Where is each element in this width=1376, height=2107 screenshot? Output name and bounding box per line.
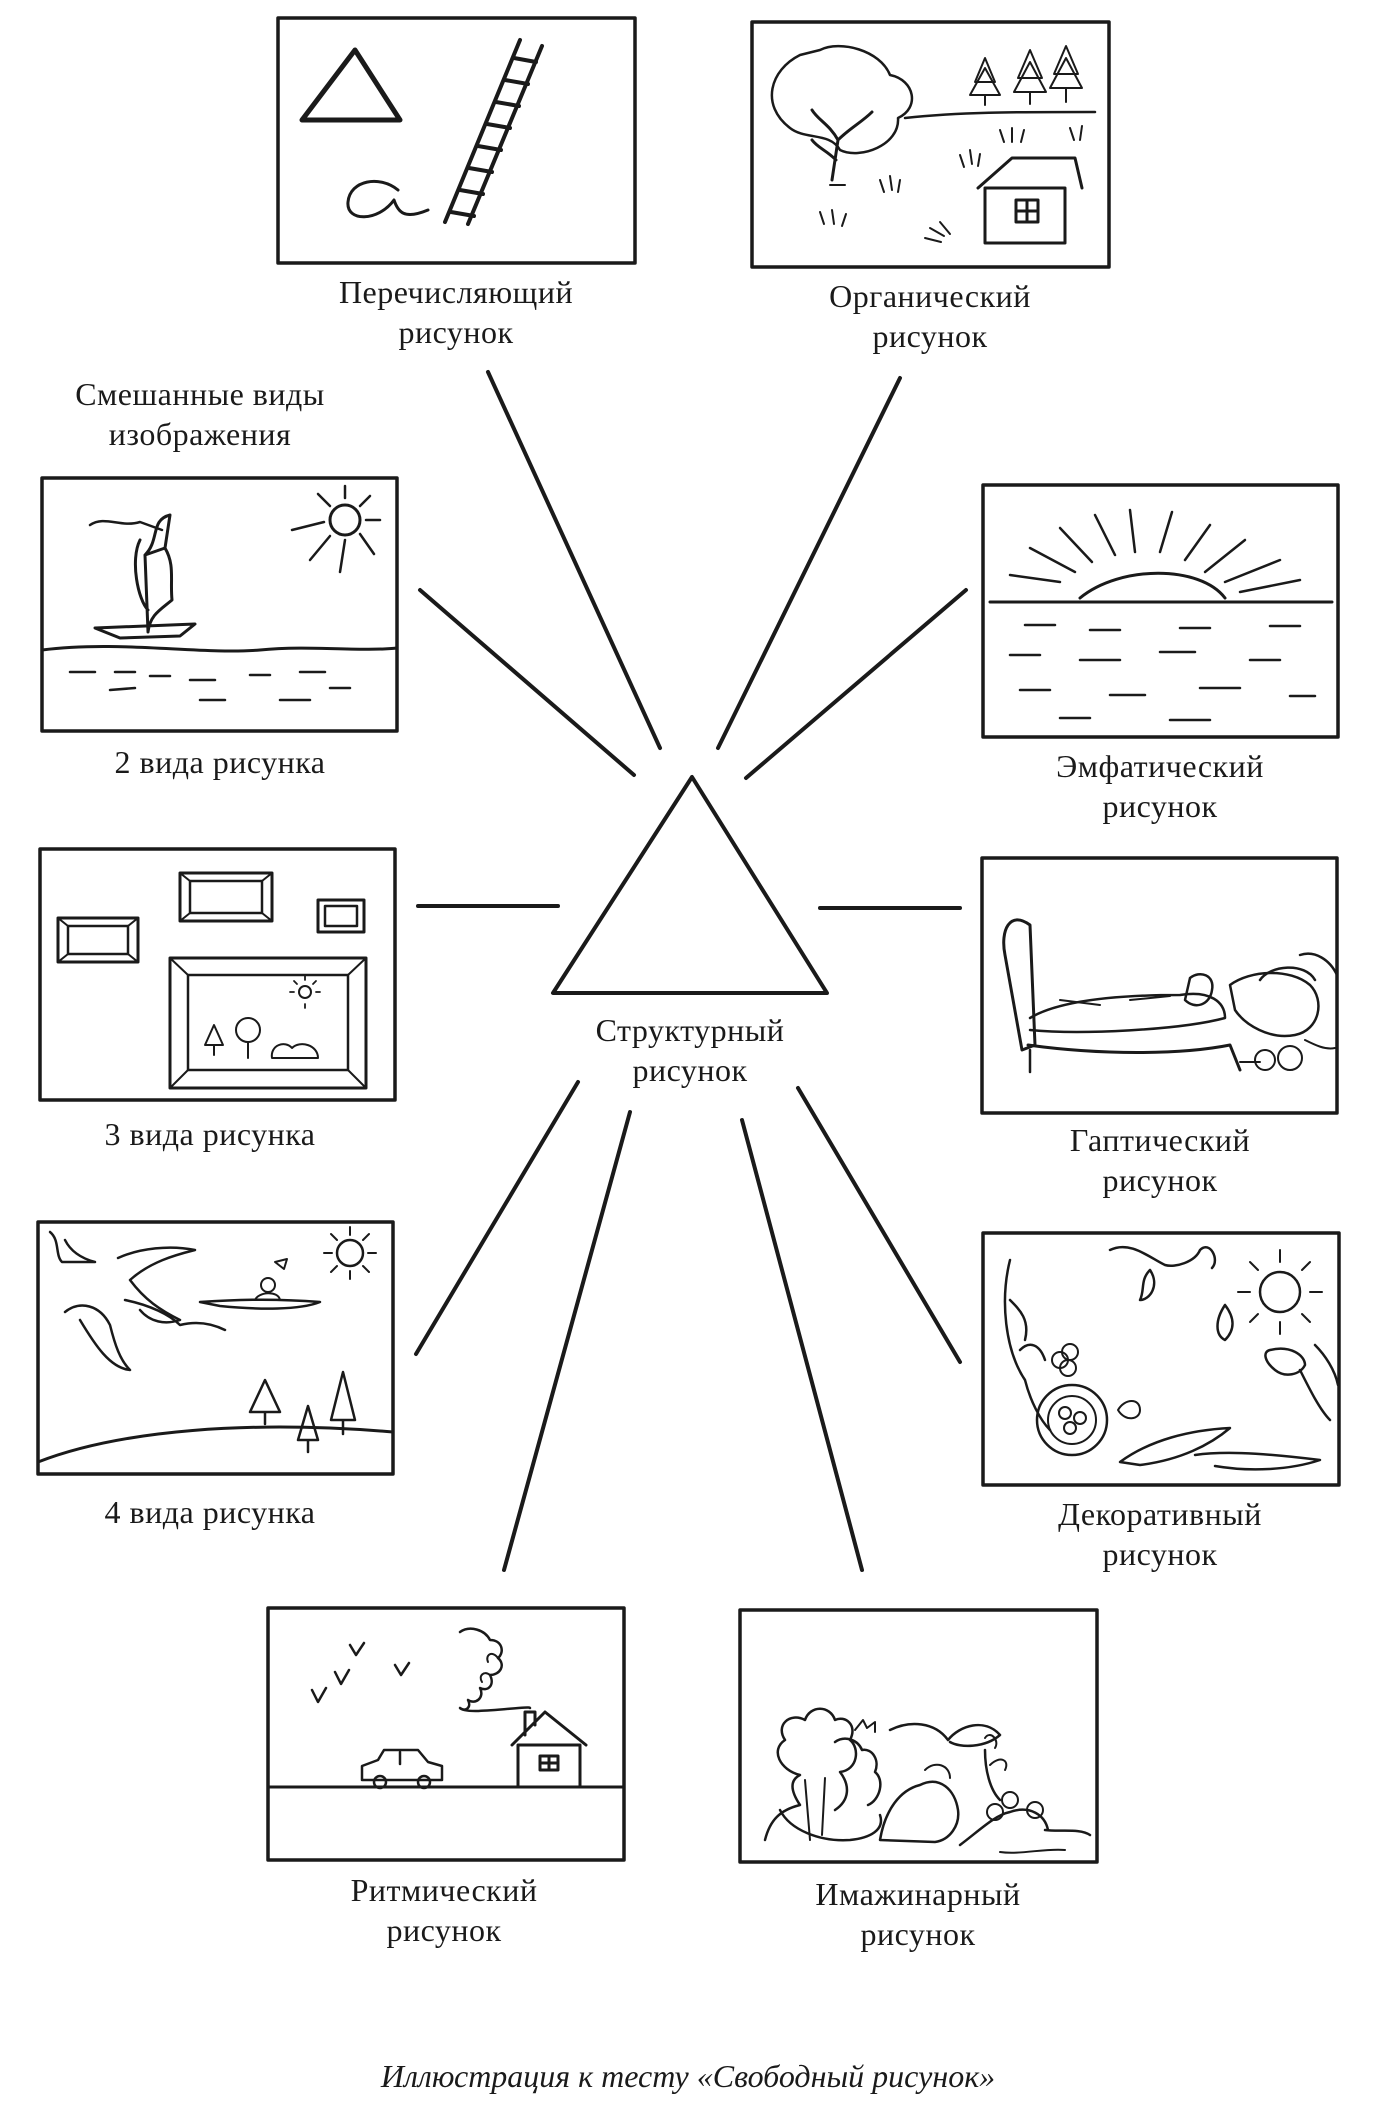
label-emphatic-line2: рисунок [1102, 788, 1218, 824]
label-imaginary-line1: Имажинарный [815, 1876, 1021, 1912]
panel-haptic [980, 856, 1339, 1115]
label-four-types: 4 вида рисунка [50, 1492, 370, 1532]
label-center-line2: рисунок [632, 1052, 748, 1088]
label-rhythmic: Ритмический рисунок [284, 1870, 604, 1950]
triangle-icon [299, 47, 403, 123]
panel-enumerating [276, 16, 637, 265]
panel-organic [750, 20, 1111, 269]
connector-lines [414, 370, 968, 1572]
figure-caption: Иллюстрация к тесту «Свободный рисунок» [380, 2058, 996, 2094]
boat-icon [93, 513, 197, 640]
label-imaginary-line2: рисунок [860, 1916, 976, 1952]
panel-rhythmic [266, 1606, 626, 1862]
panel-emphatic [981, 483, 1340, 739]
label-haptic: Гаптический рисунок [1000, 1120, 1320, 1200]
label-decorative-line2: рисунок [1102, 1536, 1218, 1572]
label-organic-line1: Органический [829, 278, 1031, 314]
label-emphatic-line1: Эмфатический [1056, 748, 1264, 784]
panel-three-types [38, 847, 397, 1102]
label-organic-line2: рисунок [872, 318, 988, 354]
label-three-types: 3 вида рисунка [50, 1114, 370, 1154]
label-mixed-header-line1: Смешанные виды [75, 376, 325, 412]
panel-imaginary [738, 1608, 1099, 1864]
label-decorative-line1: Декоративный [1058, 1496, 1262, 1532]
label-mixed-header: Смешанные виды изображения [40, 374, 360, 454]
central-triangle [551, 775, 829, 995]
label-mixed-header-line2: изображения [108, 416, 292, 452]
panel-two-types [40, 476, 399, 733]
label-four-types-line1: 4 вида рисунка [104, 1494, 316, 1530]
letter-a-glyph [346, 180, 430, 219]
label-center-line1: Структурный [595, 1012, 785, 1048]
panel-four-types [36, 1220, 395, 1476]
label-organic: Органический рисунок [770, 276, 1090, 356]
label-rhythmic-line1: Ритмический [350, 1872, 538, 1908]
label-haptic-line1: Гаптический [1069, 1122, 1251, 1158]
panel-decorative [981, 1231, 1341, 1487]
label-three-types-line1: 3 вида рисунка [104, 1116, 316, 1152]
label-emphatic: Эмфатический рисунок [1000, 746, 1320, 826]
label-two-types-line1: 2 вида рисунка [114, 744, 326, 780]
label-two-types: 2 вида рисунка [60, 742, 380, 782]
house-icon [976, 156, 1084, 245]
label-haptic-line2: рисунок [1102, 1162, 1218, 1198]
label-enumerating-line2: рисунок [398, 314, 514, 350]
label-enumerating: Перечисляющий рисунок [296, 272, 616, 352]
label-imaginary: Имажинарный рисунок [758, 1874, 1078, 1954]
house-icon [510, 1710, 588, 1789]
label-rhythmic-line2: рисунок [386, 1912, 502, 1948]
label-center: Структурный рисунок [530, 1010, 850, 1090]
car-icon [360, 1748, 444, 1790]
label-enumerating-line1: Перечисляющий [338, 274, 574, 310]
label-decorative: Декоративный рисунок [1000, 1494, 1320, 1574]
ladder-icon [443, 38, 544, 226]
